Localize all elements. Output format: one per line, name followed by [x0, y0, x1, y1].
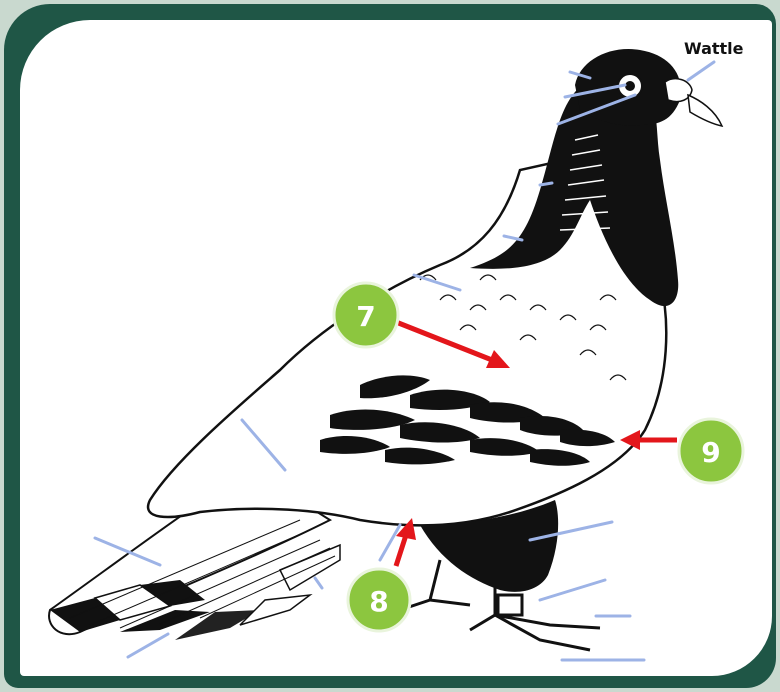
arrow-8 [396, 535, 406, 566]
leader-line [315, 578, 322, 588]
leader-line [540, 183, 552, 185]
body-outline [148, 150, 666, 525]
marker-badge-7: 7 [334, 283, 398, 347]
leader-line [128, 634, 168, 657]
leader-line [380, 525, 400, 560]
pupil [625, 81, 635, 91]
marker-label-7: 7 [356, 300, 375, 333]
marker-label-8: 8 [369, 585, 388, 618]
marker-badge-8: 8 [348, 569, 410, 631]
marker-badge-9: 9 [679, 419, 743, 483]
leg-band [498, 595, 522, 615]
leader-line [688, 62, 714, 80]
marker-label-9: 9 [701, 436, 720, 469]
wattle-label: Wattle [684, 39, 744, 58]
beak [688, 95, 722, 126]
leader-line [540, 580, 605, 600]
